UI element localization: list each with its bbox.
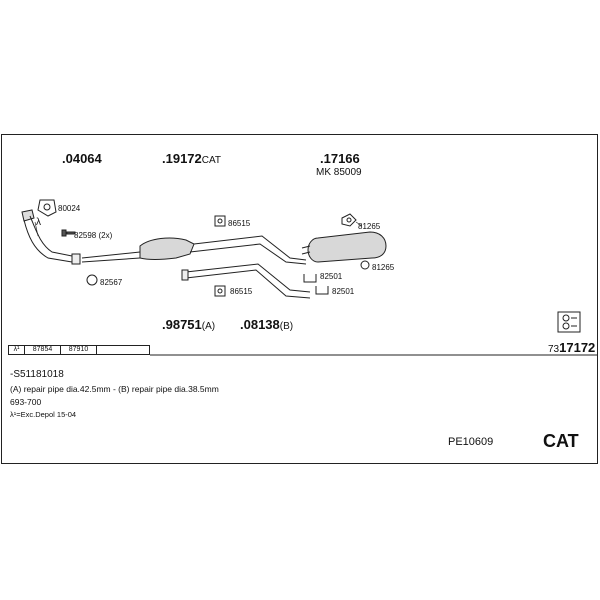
ring-icon-81265-lower [360, 260, 370, 270]
part-number-98751-suffix: (A) [201, 321, 216, 332]
part-number-98751: .98751(A) [162, 318, 215, 332]
ref-cell-lambda: λ¹ [9, 346, 25, 354]
ref-cell-empty [97, 346, 149, 354]
lambda-sensor-label: λ [36, 217, 41, 228]
part-number-08138: .08138(B) [240, 318, 293, 332]
part-number-19172-value: .19172 [162, 151, 202, 166]
callout-82598: 82598 (2x) [74, 231, 113, 240]
callout-82567: 82567 [100, 278, 123, 287]
note-line-1: -S51181018 [10, 369, 64, 380]
note-line-2: (A) repair pipe dia.42.5mm - (B) repair … [10, 384, 219, 394]
part-kit-label: MK 85009 [316, 167, 362, 178]
callout-82501-upper: 82501 [320, 272, 343, 281]
part-number-98751-value: .98751 [162, 317, 202, 332]
mid-pipe [181, 263, 311, 299]
part-number-19172-suffix: CAT [201, 155, 222, 166]
hanger-icon-86515-lower [214, 285, 226, 297]
note-line-4: λ¹=Exc.Depol 15-04 [10, 410, 77, 419]
reference-code-prefix: 73 [548, 344, 560, 355]
part-number-04064: .04064 [62, 151, 102, 166]
rear-silencer [301, 231, 387, 263]
hanger-icon-86515-upper [214, 215, 226, 227]
cat-label: CAT [543, 431, 579, 451]
note-line-3: 693-700 [10, 397, 42, 407]
reference-code: 7317172 [548, 340, 595, 356]
leader-lines [34, 221, 363, 237]
callout-81265-upper: 81265 [358, 222, 381, 231]
gasket-icon-80024 [37, 199, 57, 217]
bolt-icon-82598 [61, 229, 76, 237]
part-number-08138-suffix: (B) [279, 321, 294, 332]
part-number-19172: .19172CAT [162, 152, 221, 166]
catalytic-converter [81, 235, 307, 265]
ref-cell-87910: 87910 [61, 346, 97, 354]
callout-86515-lower: 86515 [230, 287, 253, 296]
part-number-08138-value: .08138 [240, 317, 280, 332]
ring-icon-82567 [86, 274, 98, 286]
reference-row-table: λ¹ 87854 87910 [8, 345, 150, 355]
clamp-icon-82501-lower [315, 286, 329, 295]
callout-80024: 80024 [58, 204, 81, 213]
catalog-code: PE10609 [448, 436, 494, 448]
reference-code-main: 17172 [559, 340, 596, 355]
reference-code-icon [557, 311, 581, 333]
callout-82501-lower: 82501 [332, 287, 355, 296]
front-pipe [21, 209, 81, 265]
clamp-icon-82501-upper [303, 274, 317, 283]
gasket-icon-81265-upper [341, 213, 357, 227]
ref-cell-87854: 87854 [25, 346, 61, 354]
callout-86515-upper: 86515 [228, 219, 251, 228]
part-number-17166: .17166 [320, 151, 360, 166]
callout-81265-lower: 81265 [372, 263, 395, 272]
diagram-frame [1, 134, 598, 464]
